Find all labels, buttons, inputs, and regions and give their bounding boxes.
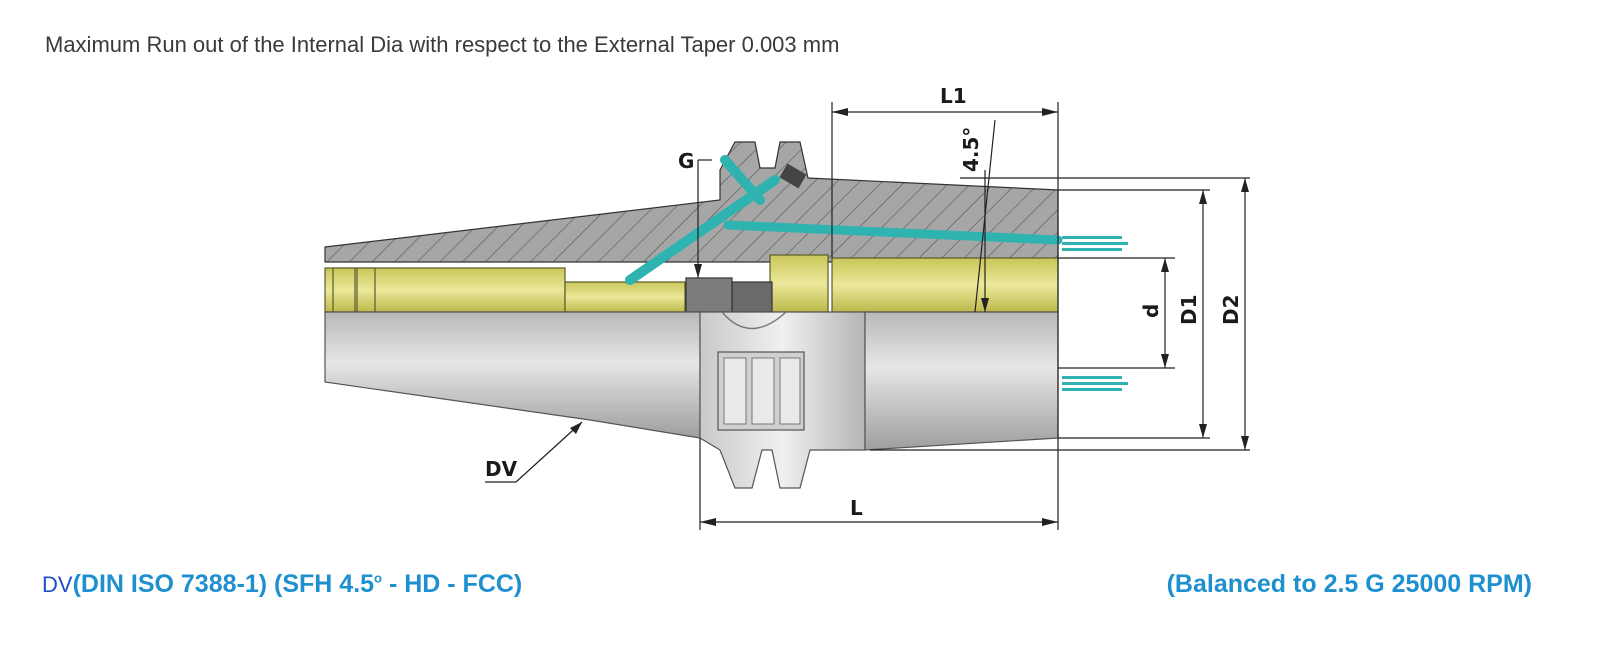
coolant-channel-branch bbox=[720, 155, 765, 205]
angle-arrow bbox=[981, 298, 989, 312]
g-arrow bbox=[694, 264, 702, 278]
coolant-spray-top bbox=[1062, 236, 1128, 251]
spec-prefix: DV bbox=[42, 572, 73, 597]
spec-tail: - HD - FCC) bbox=[382, 570, 523, 598]
angle-line-2 bbox=[974, 119, 996, 313]
runout-note: Maximum Run out of the Internal Dia with… bbox=[45, 32, 840, 57]
drive-slot-bar-3 bbox=[779, 357, 801, 425]
stop-screw-2 bbox=[731, 281, 773, 313]
label-l: L bbox=[850, 496, 863, 520]
label-d2: D2 bbox=[1219, 294, 1243, 325]
d1-arrow-bottom bbox=[1199, 424, 1207, 438]
label-g: G bbox=[678, 149, 694, 173]
coolant-spray-bottom bbox=[1062, 376, 1128, 391]
bore-insert-front bbox=[831, 257, 1059, 313]
l-arrow-left bbox=[700, 518, 716, 526]
l1-arrow-right bbox=[1042, 108, 1058, 116]
bore-insert-middle bbox=[564, 281, 686, 313]
d-arrow-bottom bbox=[1161, 354, 1169, 368]
d2-arrow-top bbox=[1241, 178, 1249, 192]
spec-main: (DIN ISO 7388-1) (SFH 4.5 bbox=[72, 570, 375, 598]
bore-insert-ring-2 bbox=[356, 267, 376, 313]
dv-leader bbox=[515, 421, 583, 483]
d-arrow-top bbox=[1161, 258, 1169, 272]
bore-insert-ring-1 bbox=[332, 267, 356, 313]
drive-slot-bar-1 bbox=[723, 357, 747, 425]
l-arrow-right bbox=[1042, 518, 1058, 526]
bore-insert-right bbox=[769, 254, 829, 313]
label-dv: DV bbox=[485, 457, 518, 481]
taper-shank bbox=[324, 311, 701, 439]
balance-note: (Balanced to 2.5 G 25000 RPM) bbox=[1166, 570, 1532, 598]
coolant-plug bbox=[779, 163, 807, 189]
label-angle: 4.5° bbox=[959, 127, 983, 172]
d2-arrow-bottom bbox=[1241, 436, 1249, 450]
stop-screw bbox=[685, 277, 733, 313]
label-l1: L1 bbox=[940, 84, 967, 108]
coolant-channel-front bbox=[723, 220, 1063, 245]
drive-slot-bar-2 bbox=[751, 357, 775, 425]
label-d1: D1 bbox=[1177, 294, 1201, 325]
spec-line: DV(DIN ISO 7388-1) (SFH 4.5o - HD - FCC) bbox=[42, 570, 522, 599]
dv-arrow bbox=[570, 422, 582, 434]
label-d: d bbox=[1139, 304, 1163, 318]
d1-arrow-top bbox=[1199, 190, 1207, 204]
front-shank bbox=[864, 311, 1059, 451]
orientation-notch bbox=[721, 311, 787, 330]
spec-degree: o bbox=[374, 570, 382, 586]
l1-arrow-left bbox=[832, 108, 848, 116]
